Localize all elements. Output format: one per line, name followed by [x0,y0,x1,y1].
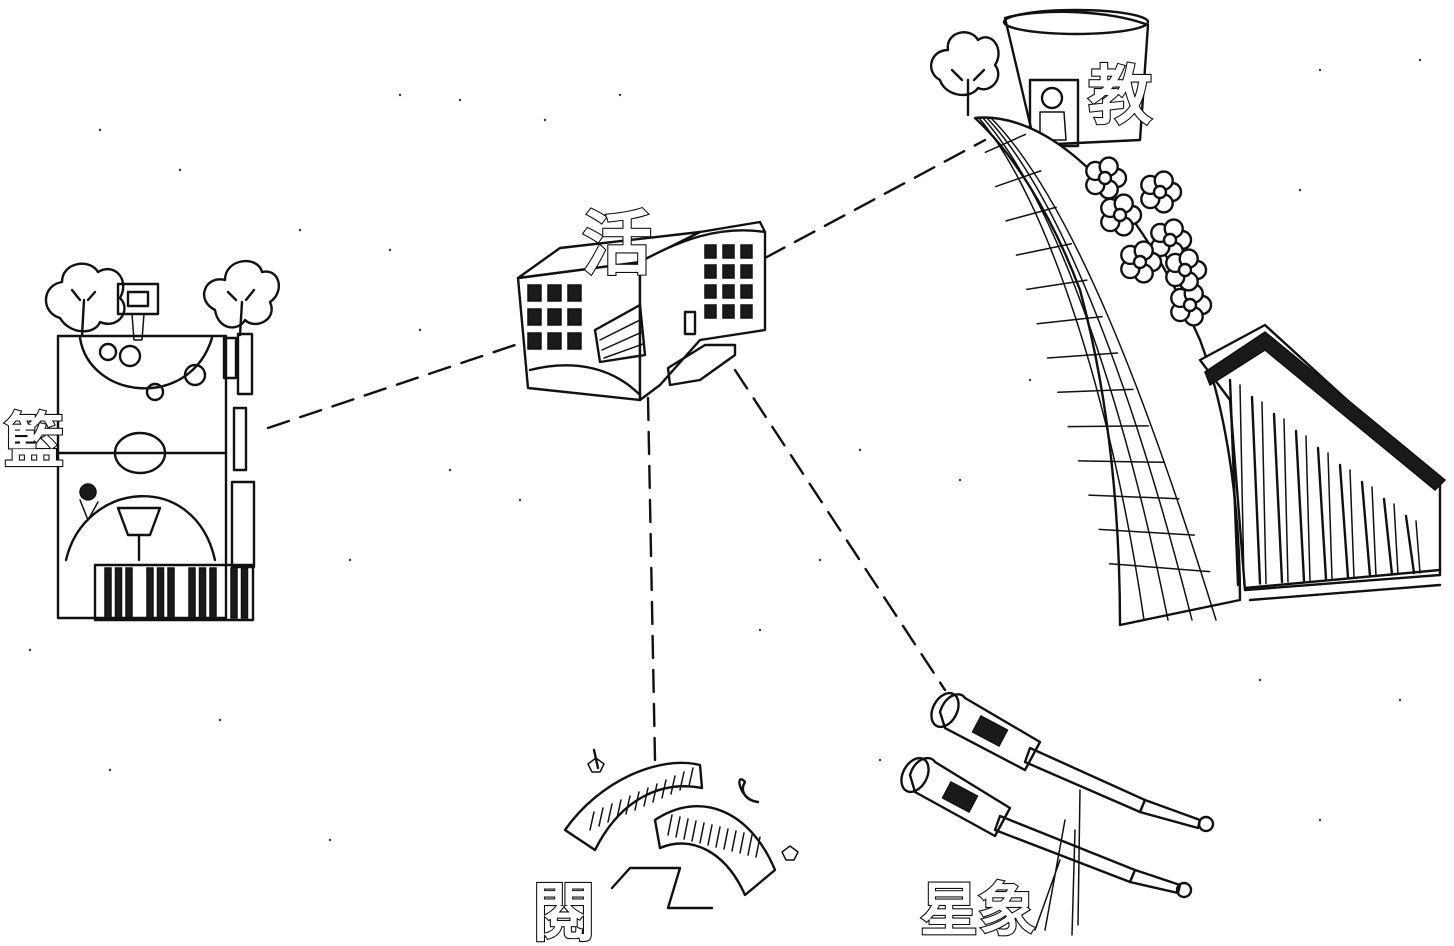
player-icon [79,483,97,501]
astronomy-label: 星象 [920,876,1036,944]
tree-icon [44,262,126,338]
teaching-label: 教 [1088,59,1152,134]
telescope-icon [930,691,1215,833]
player-icon [98,342,118,362]
basketball-hoop-icon [116,282,160,316]
flower-icon [1170,283,1213,327]
basketball-label: 籃 [4,407,64,477]
line-to-library [646,396,657,762]
activity-building: 活 [516,201,767,402]
flower-icon [1100,193,1143,237]
tree-icon [203,259,281,337]
line-to-basketball [266,343,517,430]
line-to-teaching [763,138,987,260]
telescope: 星象 [900,691,1215,945]
flower-icon [1120,240,1163,284]
flower-icon [1085,156,1128,200]
telescope-icon [900,756,1193,899]
flower-icon [1165,248,1208,292]
tree-icon [929,31,1000,97]
star-icon [781,845,799,861]
player-icon [145,382,165,402]
flower-icon [1140,170,1183,214]
player-icon [183,363,207,387]
teaching-building: 教 [929,8,1447,627]
library: 閱 [531,748,799,946]
connection-lines [266,138,987,762]
ball-icon [118,344,142,368]
moon-icon [738,778,760,804]
court-outline [56,334,228,620]
line-to-telescope [733,368,947,692]
reading-label: 閱 [532,876,596,946]
activity-label: 活 [582,202,652,285]
basketball-hoop-icon [116,506,162,537]
basketball-court: 籃 [3,259,281,622]
star-icon [587,757,605,773]
